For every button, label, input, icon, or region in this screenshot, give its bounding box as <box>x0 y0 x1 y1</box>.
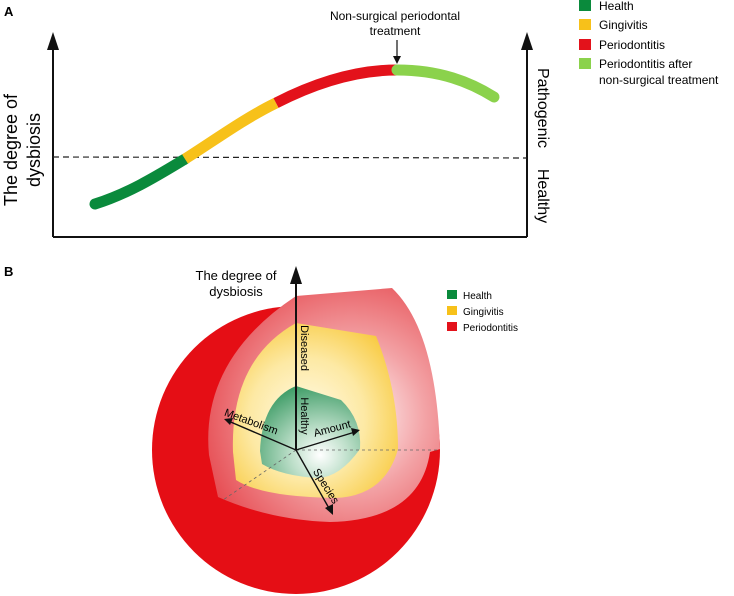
panel-a-label: A <box>4 4 14 19</box>
legend-a-periodontitis: Periodontitis <box>599 38 665 52</box>
legend-b-swatch-periodontitis <box>447 322 457 331</box>
legend-a-swatch-health <box>579 0 591 11</box>
curve-segment-after-treatment <box>391 64 500 103</box>
treatment-arrow-head <box>393 56 401 64</box>
panel-a: A Non-surgical periodontal treatment The… <box>1 0 719 238</box>
health-core <box>260 386 361 478</box>
hidden-axis-back-left <box>222 449 297 501</box>
y-axis-right-arrow <box>521 32 533 50</box>
amount-axis-arrow <box>351 428 360 436</box>
metabolism-axis <box>225 419 297 451</box>
y-axis-label-line2: dysbiosis <box>24 113 44 187</box>
curve-segment-health <box>89 153 191 210</box>
treatment-annotation-line2: treatment <box>370 24 421 38</box>
legend-a: Health Gingivitis Periodontitis Periodon… <box>579 0 719 87</box>
dysbiosis-axis-arrow <box>290 266 302 284</box>
healthy-label: Healthy <box>534 169 551 223</box>
diseased-label: Diseased <box>298 325 310 371</box>
curve-segment-periodontitis <box>273 64 398 108</box>
legend-a-swatch-gingivitis <box>579 19 591 30</box>
y-axis-label-line1: The degree of <box>1 93 21 206</box>
legend-b-swatch-gingivitis <box>447 306 457 315</box>
legend-a-health: Health <box>599 0 634 13</box>
panel-b-label: B <box>4 264 13 279</box>
amount-axis <box>295 431 356 451</box>
legend-a-gingivitis: Gingivitis <box>599 18 648 32</box>
b-axis-title-line2: dysbiosis <box>209 284 263 299</box>
legend-b-health: Health <box>463 291 492 302</box>
b-axis-title-line1: The degree of <box>196 268 277 283</box>
healthy-pathogenic-threshold <box>52 156 528 159</box>
legend-b-periodontitis: Periodontitis <box>463 323 518 334</box>
y-axis-left-arrow <box>47 32 59 50</box>
treatment-annotation-line1: Non-surgical periodontal <box>330 9 460 23</box>
curve-segment-gingivitis <box>182 98 279 164</box>
legend-a-swatch-periodontitis <box>579 39 591 50</box>
species-axis <box>295 449 331 511</box>
legend-b-gingivitis: Gingivitis <box>463 307 504 318</box>
species-axis-arrow <box>325 504 333 515</box>
legend-a-after-treatment-line2: non-surgical treatment <box>599 73 719 87</box>
legend-a-after-treatment-line1: Periodontitis after <box>599 57 692 71</box>
panel-b: B The degree of dysbiosis Diseased Healt… <box>4 264 518 594</box>
metabolism-axis-arrow <box>224 418 233 425</box>
legend-b-swatch-health <box>447 290 457 299</box>
legend-b: Health Gingivitis Periodontitis <box>447 290 518 334</box>
healthy-label-b: Healthy <box>298 397 310 435</box>
pathogenic-label: Pathogenic <box>534 68 551 148</box>
legend-a-swatch-after-treatment <box>579 58 591 69</box>
